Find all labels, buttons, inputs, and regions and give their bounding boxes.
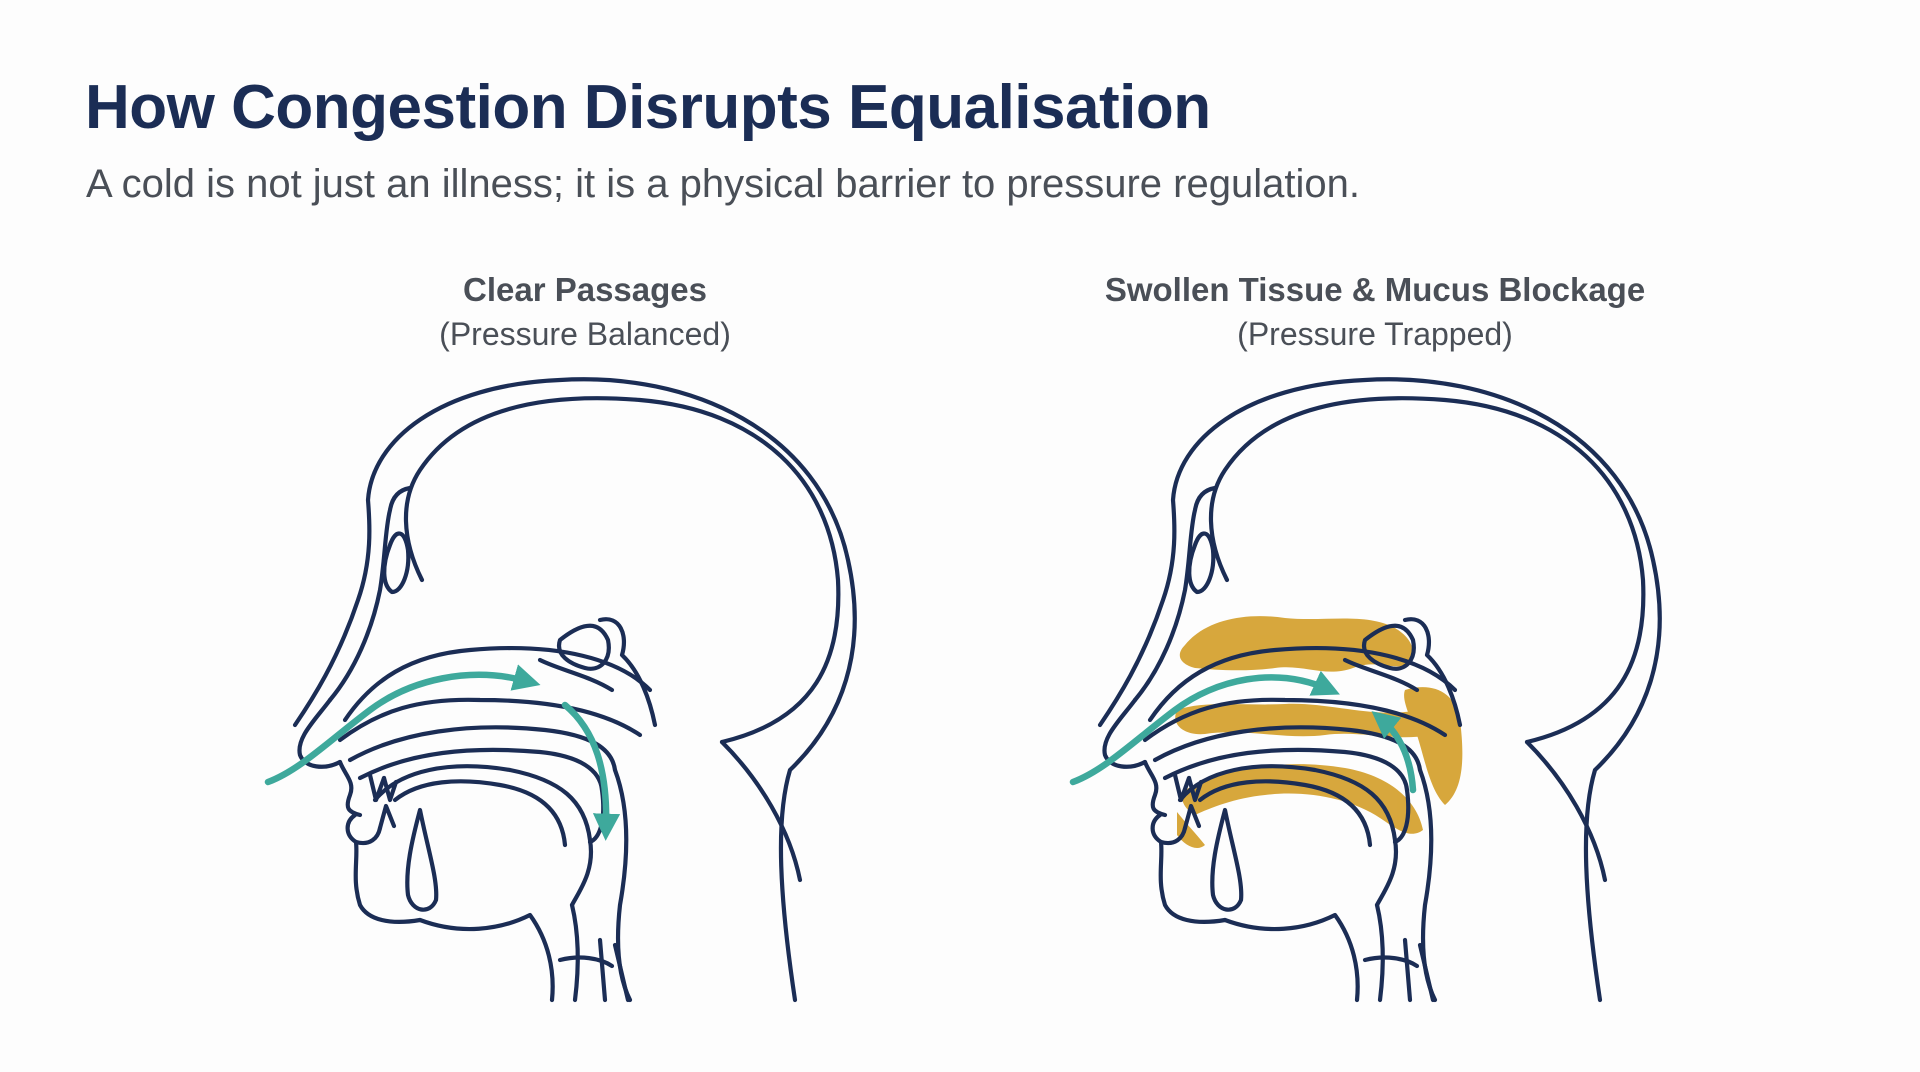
airflow-arrow-down — [561, 701, 621, 841]
page-subtitle: A cold is not just an illness; it is a p… — [86, 162, 1360, 206]
airflow-arrow-trapped — [1371, 711, 1417, 794]
panel-title-blocked: Swollen Tissue & Mucus Blockage — [1104, 271, 1646, 308]
airflow-arrow-inflow — [264, 664, 541, 786]
mucus-blockage — [1175, 616, 1463, 849]
panel-subtitle-clear: (Pressure Balanced) — [439, 316, 731, 352]
head-outline-blocked — [1100, 379, 1660, 1000]
page-title: How Congestion Disrupts Equalisation — [85, 73, 1211, 142]
panel-title-clear: Clear Passages — [462, 271, 707, 308]
head-outline-clear — [295, 379, 855, 1000]
panel-subtitle-blocked: (Pressure Trapped) — [1237, 316, 1513, 352]
panel-heading-blocked: Swollen Tissue & Mucus Blockage (Pressur… — [1015, 268, 1735, 356]
panel-heading-clear: Clear Passages (Pressure Balanced) — [225, 268, 945, 356]
head-diagram-clear — [264, 379, 855, 1000]
head-diagram-blocked — [1069, 379, 1660, 1000]
airflow-arrow-inflow-blocked — [1069, 670, 1340, 786]
